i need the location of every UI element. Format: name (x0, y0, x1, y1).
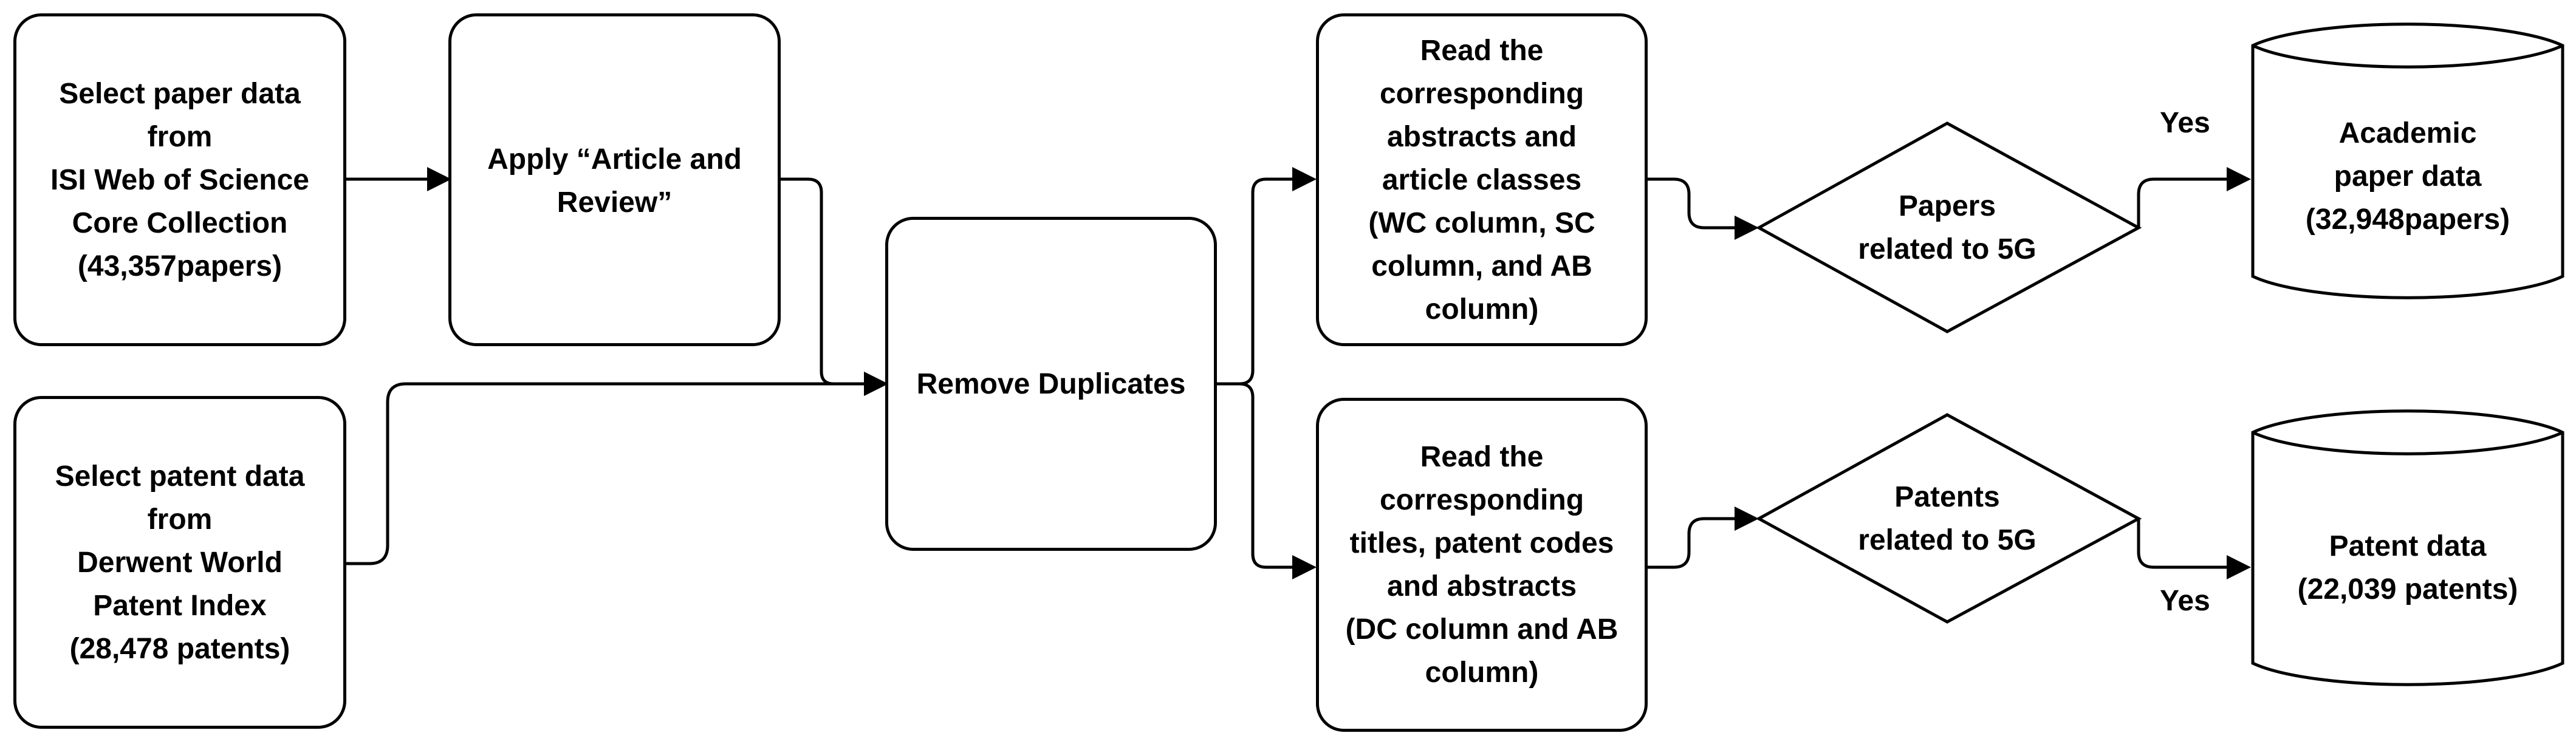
arrow-read-patent-to-patents-decision (1648, 507, 1759, 569)
arrow-read-paper-to-papers-decision (1648, 177, 1759, 240)
patent-db-cylinder-rim (2252, 431, 2564, 455)
academic-db-cylinder (2251, 22, 2564, 299)
apply-filter-label: Apply “Article and Review” (487, 143, 742, 219)
papers-decision-diamond (1755, 121, 2142, 333)
arrow-select-patent-to-remove (346, 372, 888, 565)
papers-decision-text: Papers related to 5G (1817, 176, 2078, 279)
read-paper-label: Read the corresponding abstracts and art… (1368, 34, 1595, 326)
academic-db-cylinder-rim (2252, 44, 2564, 69)
select-paper-node: Select paper data from ISI Web of Scienc… (13, 13, 346, 346)
patents-decision-label: Patents related to 5G (1858, 481, 2036, 556)
select-paper-label: Select paper data from ISI Web of Scienc… (50, 77, 309, 282)
select-patent-label: Select patent data from Derwent World Pa… (55, 460, 305, 665)
read-paper-node: Read the corresponding abstracts and art… (1316, 13, 1648, 346)
remove-duplicates-node: Remove Duplicates (885, 217, 1217, 551)
arrow-patents-decision-to-patent-db (2137, 519, 2251, 579)
select-patent-node: Select patent data from Derwent World Pa… (13, 396, 346, 729)
read-patent-node: Read the corresponding titles, patent co… (1316, 398, 1648, 732)
arrow-apply-to-remove (781, 177, 888, 396)
papers-decision-label: Papers related to 5G (1858, 190, 2036, 265)
patents-decision-text: Patents related to 5G (1817, 467, 2078, 570)
yes-label-patents: Yes (2160, 585, 2210, 617)
academic-db-label: Academic paper data (32,948papers) (2305, 117, 2510, 236)
yes-label-papers: Yes (2160, 107, 2210, 139)
patent-db-text: Patent data (22,039 patents) (2253, 516, 2563, 619)
arrow-remove-to-read-patent (1217, 382, 1317, 579)
read-patent-label: Read the corresponding titles, patent co… (1345, 441, 1619, 689)
patents-decision-diamond (1755, 413, 2142, 624)
remove-duplicates-label: Remove Duplicates (916, 367, 1186, 400)
academic-db-text: Academic paper data (32,948papers) (2253, 103, 2563, 249)
arrow-remove-to-read-paper (1217, 167, 1317, 386)
arrow-papers-decision-to-academic-db (2137, 167, 2251, 228)
patent-db-label: Patent data (22,039 patents) (2297, 530, 2518, 605)
apply-filter-node: Apply “Article and Review” (448, 13, 781, 346)
patent-db-cylinder (2251, 409, 2564, 686)
